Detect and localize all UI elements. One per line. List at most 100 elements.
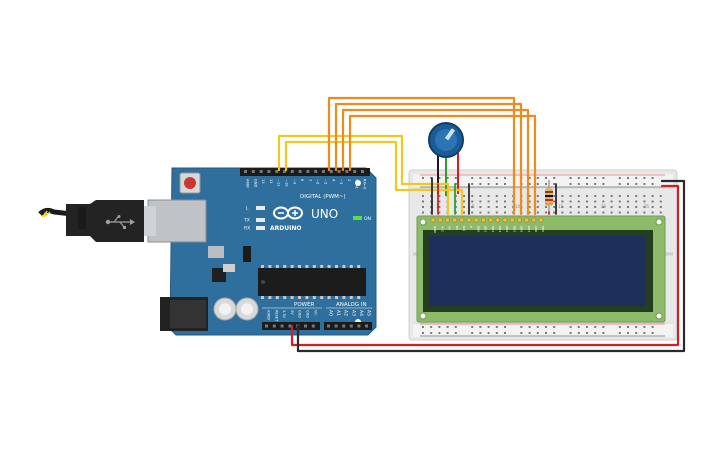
digital-pin-label: GND xyxy=(253,179,257,187)
lcd-pin-label: LED xyxy=(541,226,545,233)
digital-pin-label: ~11 xyxy=(277,179,281,187)
lcd-pin-label: DB5 xyxy=(512,226,516,232)
usb-cable[interactable] xyxy=(38,200,156,242)
lcd-pin-label: DB7 xyxy=(527,226,531,232)
lcd-pin xyxy=(444,217,450,223)
power-pin-label: 5V xyxy=(290,310,294,315)
status-leds: L TX RX xyxy=(243,206,265,232)
digital-label: DIGITAL (PWM~) xyxy=(300,194,346,200)
analog-pin-label: A3 xyxy=(350,310,356,316)
lcd-pin xyxy=(509,217,515,223)
digital-pin-label: ~10 xyxy=(285,179,289,187)
col-number: 10 xyxy=(515,204,521,209)
col-number: 25 xyxy=(644,204,650,209)
digital-pin-label: TX→1 xyxy=(355,178,359,189)
microcontroller-chip xyxy=(258,268,366,296)
usb-icon xyxy=(105,215,135,229)
lcd-pin xyxy=(531,217,537,223)
digital-pin-label: 2 xyxy=(347,179,351,181)
col-number: 5 xyxy=(472,204,475,209)
col-number: 15 xyxy=(558,204,564,209)
lcd-pin xyxy=(459,217,465,223)
analog-pin-label: A5 xyxy=(366,310,372,316)
analog-pin-label: A1 xyxy=(335,310,341,316)
power-pin-label: IOREF xyxy=(267,310,271,320)
reset-button-cap[interactable] xyxy=(184,177,196,189)
usb-port[interactable] xyxy=(147,199,207,243)
wires xyxy=(277,96,686,353)
lcd-pin-label: E xyxy=(469,226,473,228)
digital-pin-label: 8 xyxy=(300,179,304,182)
chip-pins xyxy=(261,265,361,299)
digital-pin-label: ~3 xyxy=(339,179,343,184)
digital-pin-label: 4 xyxy=(331,179,335,182)
lcd-pin-label: DB0 xyxy=(476,226,480,232)
wire-black-gnd[interactable] xyxy=(296,179,686,353)
power-pin-label: GND xyxy=(298,310,302,318)
analog-pin-label: A2 xyxy=(343,310,349,316)
digital-pin-label: 12 xyxy=(269,179,273,184)
digital-header xyxy=(240,168,370,176)
resistor[interactable] xyxy=(545,180,553,212)
col-number: 20 xyxy=(601,204,607,209)
power-pin-label: RESET xyxy=(274,310,278,322)
lcd-pin-label: DB1 xyxy=(484,226,488,232)
wire-orange[interactable] xyxy=(341,108,530,216)
brand-name: ARDUINO xyxy=(270,225,301,232)
lcd-pin-label: V0 xyxy=(448,226,452,230)
power-pin-label: Vin xyxy=(313,310,317,316)
lcd-pin-label: RW xyxy=(462,226,466,231)
led-label-l: L xyxy=(246,206,249,212)
arduino-logo xyxy=(273,206,303,220)
lcd-pin xyxy=(502,217,508,223)
wire-orange[interactable] xyxy=(334,102,523,216)
lcd-pin xyxy=(516,217,522,223)
lcd-pin-label: LED xyxy=(534,226,538,233)
model-name: UNO xyxy=(311,207,338,221)
wire-orange[interactable] xyxy=(327,96,516,216)
on-label: ON xyxy=(364,216,371,222)
lcd-pin-label: DB3 xyxy=(498,226,502,232)
on-led xyxy=(353,216,362,220)
digital-pin-label: RX←0 xyxy=(363,179,367,190)
potentiometer[interactable] xyxy=(428,122,464,196)
lcd-pin-label: DB2 xyxy=(491,226,495,232)
lcd-pin xyxy=(430,217,436,223)
led-label-tx: TX xyxy=(243,218,250,224)
wire-red-5v[interactable] xyxy=(290,184,680,347)
analog-label: ANALOG IN xyxy=(336,302,367,308)
wire-orange[interactable] xyxy=(348,114,537,216)
power-label: POWER xyxy=(294,302,315,308)
analog-pin-label: A4 xyxy=(358,310,364,316)
power-pin-label: GND xyxy=(306,310,310,318)
lcd-pin xyxy=(524,217,530,223)
digital-pin-label: 7 xyxy=(308,179,312,181)
lcd-pin xyxy=(538,217,544,223)
digital-pin-label: 13 xyxy=(261,179,265,184)
digital-pin-label: ~5 xyxy=(324,179,328,184)
lcd-pin-label: DB4 xyxy=(505,226,509,232)
digital-pin-label: ~9 xyxy=(292,179,296,185)
lcd-pin xyxy=(473,217,479,223)
led-label-rx: RX xyxy=(244,226,250,232)
wire-yellow[interactable] xyxy=(284,140,464,216)
digital-pin-label: AREF xyxy=(246,179,250,188)
analog-pin-label: A0 xyxy=(328,310,334,316)
digital-pin-label: ~6 xyxy=(316,179,320,185)
lcd-pin xyxy=(437,217,443,223)
lcd-pin-label: RS xyxy=(455,226,459,230)
lcd-pin-label: VCC xyxy=(440,226,444,232)
lcd-pin xyxy=(480,217,486,223)
analog-header xyxy=(324,322,372,330)
lcd-pin-label: GND xyxy=(433,226,437,234)
lcd-screen xyxy=(429,236,645,306)
lcd-pin xyxy=(488,217,494,223)
